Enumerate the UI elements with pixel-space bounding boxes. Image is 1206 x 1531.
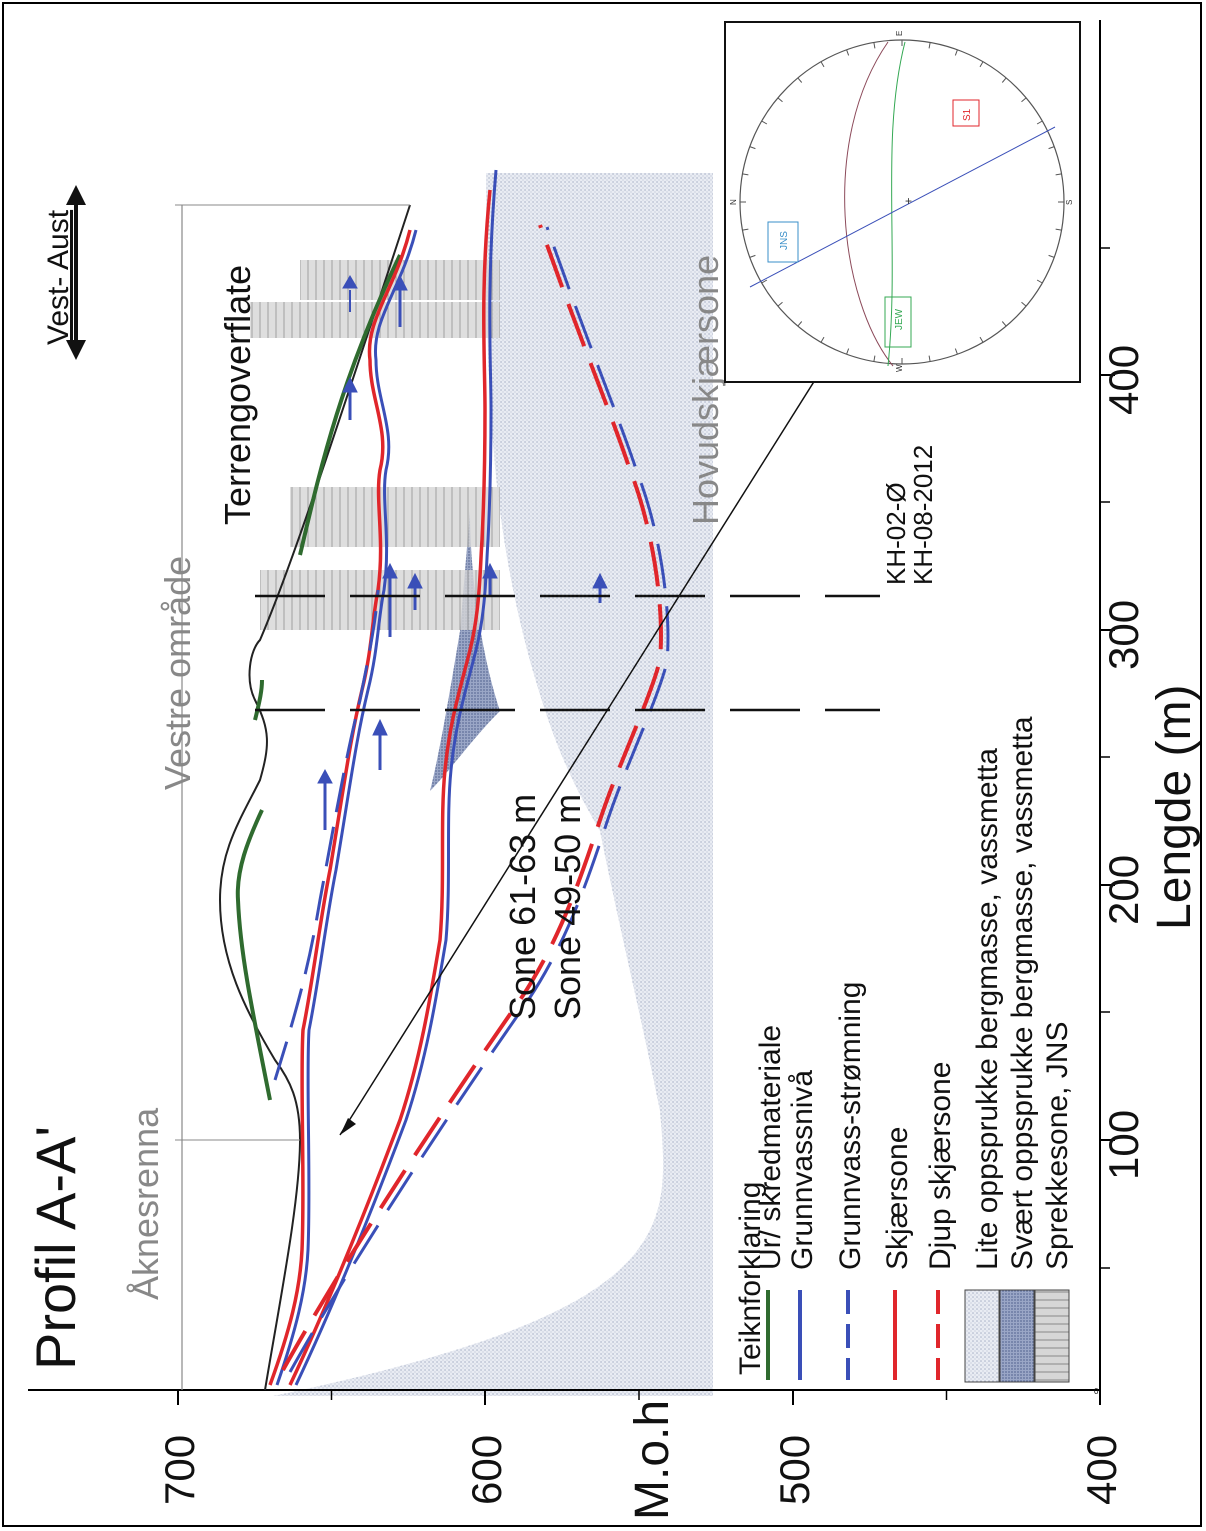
borehole-1-label: KH-02-Ø xyxy=(881,482,911,585)
flow-arrows xyxy=(317,274,608,830)
stereonet-label-box xyxy=(952,99,980,127)
stereonet-compass-label: N xyxy=(729,199,738,205)
x-tick-label: 300 xyxy=(1100,600,1147,670)
stereonet-jew-arc xyxy=(887,41,906,367)
deep-shear-blue xyxy=(288,226,670,1373)
x-tick-label: 200 xyxy=(1100,855,1147,925)
scree-line-3 xyxy=(298,254,402,556)
legend-item-label: Skjærsone xyxy=(881,1127,914,1270)
legend-item-label: Djup skjærsone xyxy=(924,1062,957,1270)
stereonet-label-box xyxy=(767,221,799,263)
stereonet-label: JNS xyxy=(779,231,790,250)
fracture-zone-3 xyxy=(290,487,500,547)
legend-item-label: Grunnvass-strømning xyxy=(834,982,867,1270)
stereonet-compass-label: S xyxy=(1065,200,1074,205)
west-area-label: Vestre område xyxy=(157,556,198,790)
groundwater-flow-upper xyxy=(273,589,380,1081)
direction-arrow xyxy=(66,185,86,360)
x-tick-label: 100 xyxy=(1100,1110,1147,1180)
y-axis-label: M.o.h xyxy=(626,1400,679,1520)
zone-lower-label: Sone 49-50 m xyxy=(547,794,588,1020)
legend-swatch xyxy=(999,1289,1035,1383)
legend-item-label: Svært oppsprukke bergmasse, vassmetta xyxy=(1006,716,1039,1270)
y-tick-label: 700 xyxy=(156,1435,203,1505)
y-tick-label: 400 xyxy=(1078,1435,1125,1505)
borehole-2-label: KH-08-2012 xyxy=(908,445,938,585)
groundwater-upper xyxy=(275,229,418,1386)
x-origin-label: 0 xyxy=(1094,1387,1099,1396)
fracture-zone-2 xyxy=(260,570,500,630)
figure-title: Profil A-A' xyxy=(24,1126,87,1370)
stereonet-label: JEW xyxy=(894,308,905,330)
y-tick-label: 500 xyxy=(771,1435,818,1505)
aknesrenna-label: Åknesrenna xyxy=(125,1107,166,1300)
terrain-label: Terrengoverflate xyxy=(217,265,258,525)
legend-item-label: Lite oppsprukke bergmasse, vassmetta xyxy=(971,748,1004,1270)
shear-zone-upper xyxy=(268,229,412,1386)
legend-swatch xyxy=(1034,1289,1070,1383)
y-ticks: 700 600 500 400 xyxy=(156,1390,1125,1505)
main-shear-red xyxy=(288,189,492,1386)
x-axis-label: Lengde (m) xyxy=(1148,685,1201,930)
stereonet-compass-label: E xyxy=(895,31,904,36)
stereonet-label: S1 xyxy=(962,108,973,121)
stereonet-s1-arc xyxy=(844,41,894,367)
y-tick-label: 600 xyxy=(463,1435,510,1505)
stereonet-jns-line xyxy=(749,126,1056,288)
legend-item-label: Sprekkesone, JNS xyxy=(1041,1022,1074,1270)
strongly-fractured-zone xyxy=(430,511,500,791)
x-tick-label: 400 xyxy=(1100,345,1147,415)
stereonet-ticks xyxy=(740,40,1064,364)
legend-item-label: Ur/ skredmateriale xyxy=(754,1025,787,1270)
x-ticks: 100 200 300 400 0 xyxy=(1094,247,1147,1396)
stereonet-pointer-head xyxy=(340,1118,356,1135)
legend-item-label: Grunnvassnivå xyxy=(786,1070,819,1270)
stereonet-label-box xyxy=(884,296,912,348)
deep-shear-red xyxy=(281,224,663,1371)
stereonet-compass-label: W xyxy=(895,364,904,372)
legend-swatch xyxy=(964,1289,1000,1383)
saturated-rock-mass xyxy=(273,173,713,1396)
main-shear-blue xyxy=(294,169,498,1386)
rotated-plot xyxy=(250,173,713,1396)
stereonet-center-mark: + xyxy=(905,194,912,208)
direction-label: Vest- Aust xyxy=(42,209,75,345)
main-shear-label: Hovudskjærsone xyxy=(685,255,726,525)
scree-line-1 xyxy=(235,809,272,1101)
legend-title: Teiknforklaring xyxy=(734,1182,767,1375)
stereonet-pointer xyxy=(339,379,816,1136)
scree-line-2 xyxy=(253,679,264,721)
zone-upper-label: Sone 61-63 m xyxy=(502,794,543,1020)
